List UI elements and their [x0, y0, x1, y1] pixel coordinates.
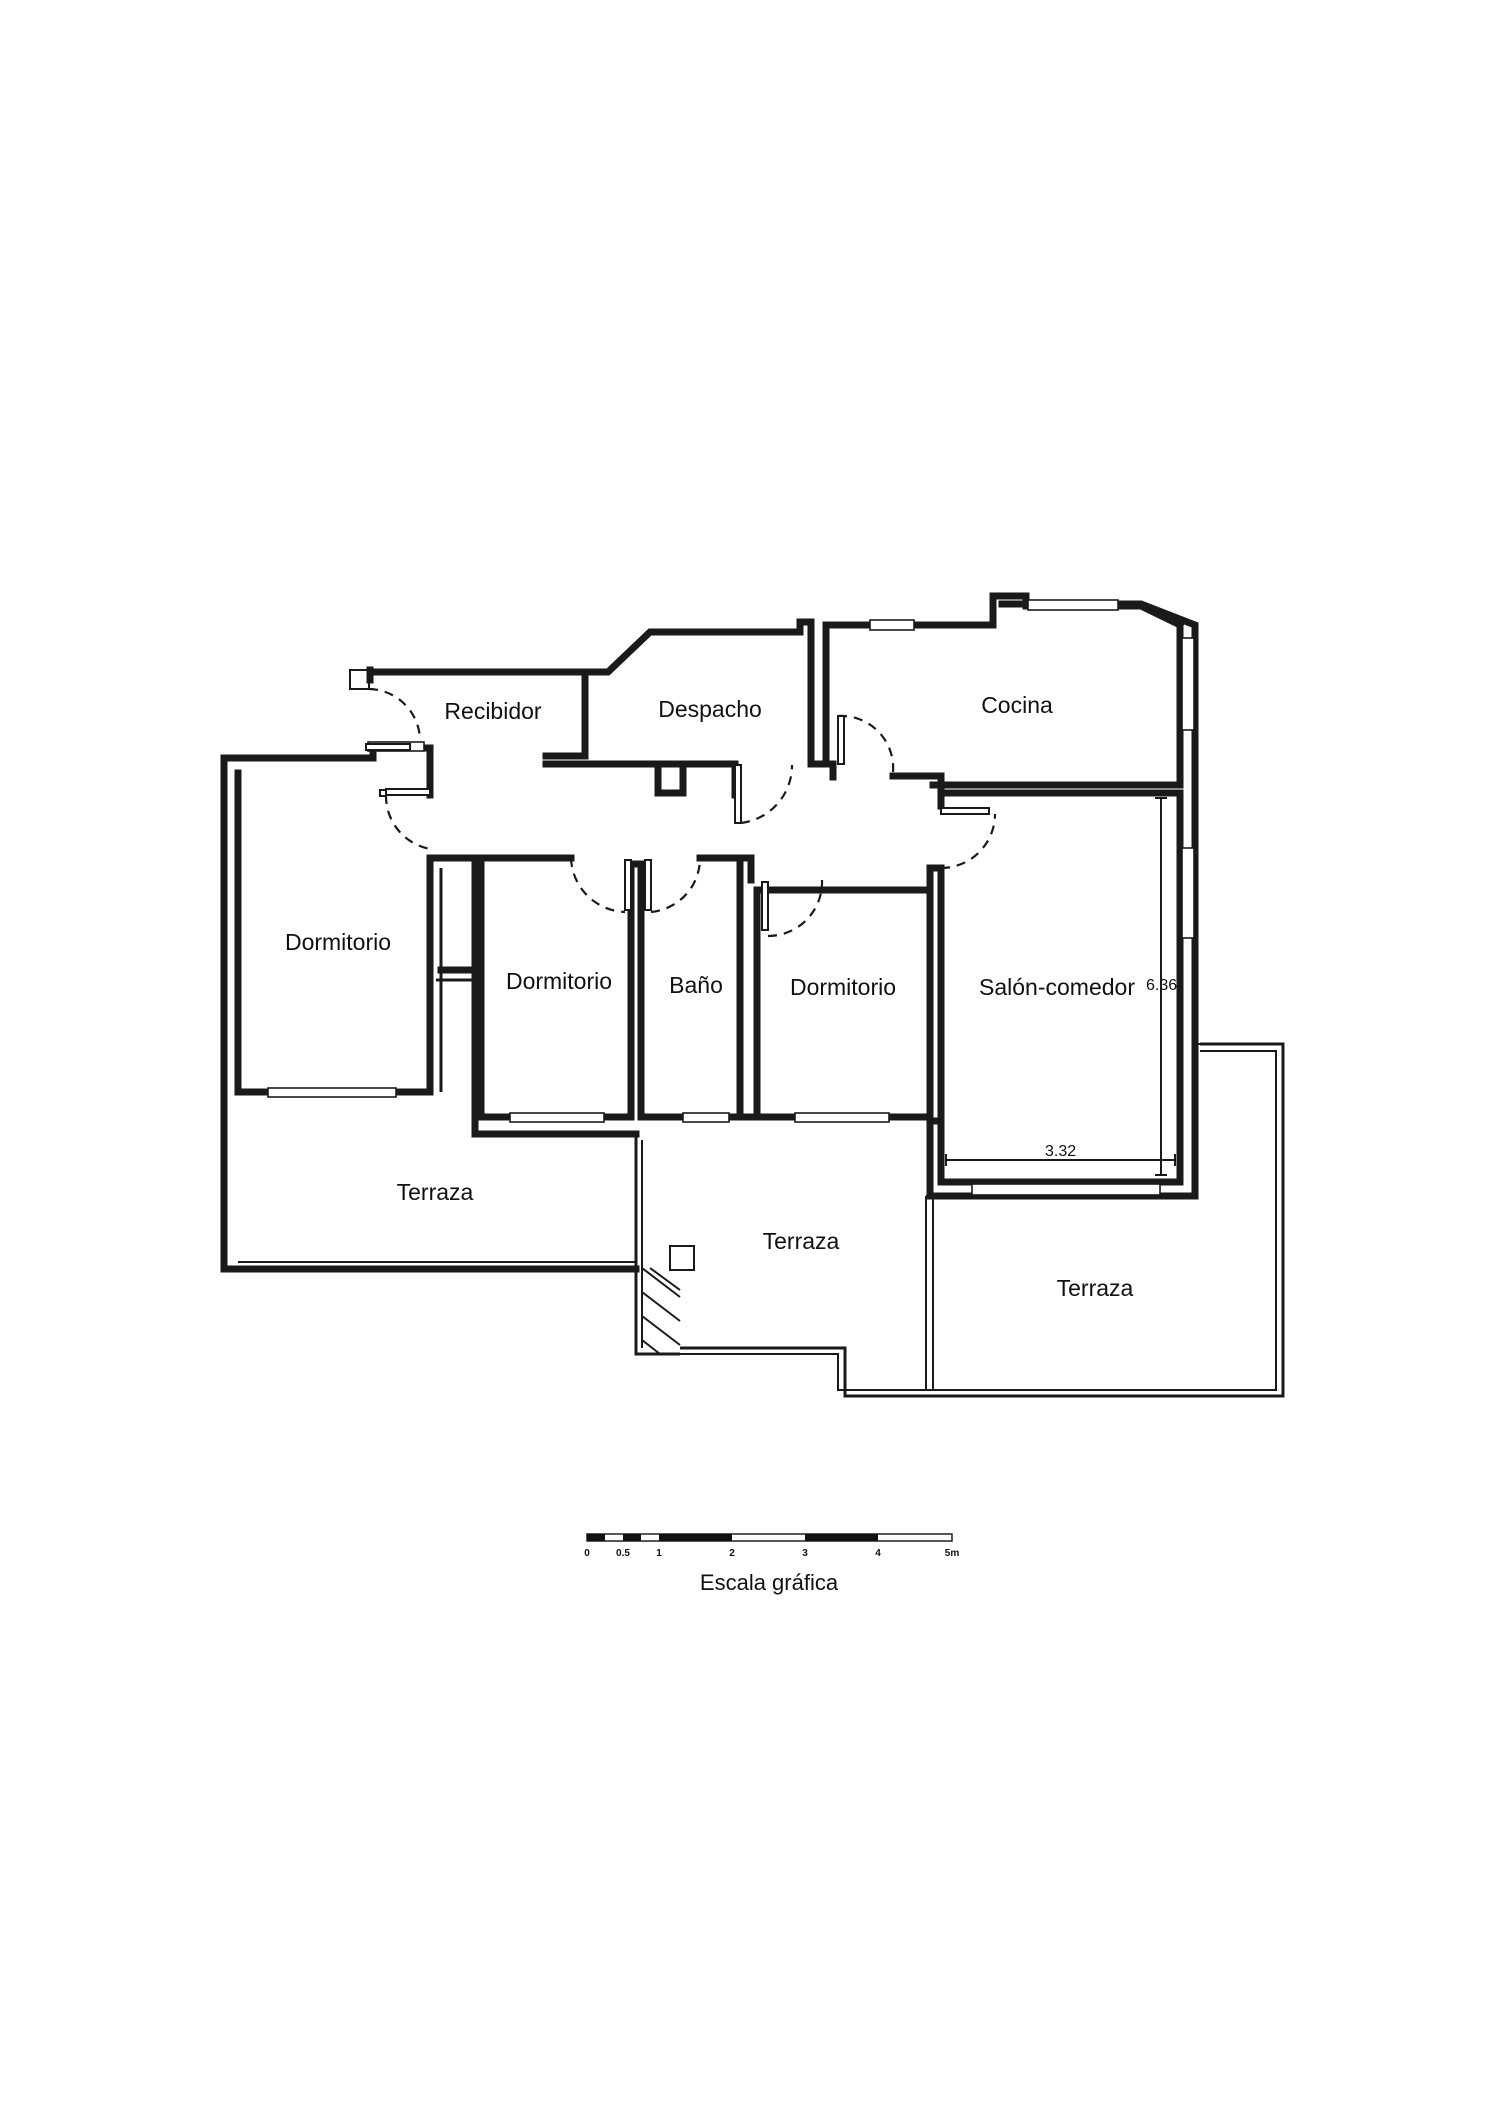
scale-tick-2: 2: [729, 1548, 735, 1559]
window-cocina-top: [1027, 599, 1119, 611]
room-labels: Recibidor Despacho Cocina Dormitorio Dor…: [285, 692, 1135, 1301]
room-label-recibidor: Recibidor: [444, 698, 541, 724]
window-bano: [682, 1112, 730, 1123]
room-label-salon-comedor: Salón-comedor: [979, 974, 1135, 1000]
window-salon-right: [1181, 847, 1195, 939]
room-label-terraza-1: Terraza: [397, 1179, 474, 1205]
window-salon-bottom: [971, 1183, 1161, 1196]
door-swing-entry: [368, 687, 422, 741]
scale-tick-1: 1: [656, 1548, 662, 1559]
window-dormitorio-1: [267, 1087, 397, 1098]
window-dormitorio-3: [794, 1112, 890, 1123]
door-leaf-dorm2: [624, 859, 632, 911]
terrace-details: [641, 1245, 695, 1355]
window-dormitorio-2: [509, 1112, 605, 1123]
dim-salon-width: 3.32: [1045, 1143, 1076, 1160]
door-leaf-despacho: [734, 764, 742, 824]
doors: [365, 687, 997, 938]
dimension-lines: 3.32 6.36: [945, 797, 1177, 1176]
door-swing-cocina: [837, 714, 895, 773]
door-leaf-bano: [644, 859, 652, 911]
room-label-terraza-3: Terraza: [1057, 1275, 1134, 1301]
room-label-despacho: Despacho: [658, 696, 762, 722]
door-swing-bano: [650, 857, 702, 914]
scale-tick-4: 4: [875, 1548, 881, 1559]
room-label-dormitorio-2: Dormitorio: [506, 968, 612, 994]
room-label-dormitorio-1: Dormitorio: [285, 929, 391, 955]
room-label-bano: Baño: [669, 972, 723, 998]
window-cocina-right: [1181, 637, 1195, 731]
door-swing-dorm1: [384, 794, 431, 851]
scale-tick-0-5: 0.5: [616, 1548, 630, 1559]
room-label-terraza-2: Terraza: [763, 1228, 840, 1254]
door-swing-salon: [940, 813, 997, 870]
door-leaf-salon: [940, 807, 990, 815]
door-leaf-entry: [365, 743, 411, 751]
door-leaf-cocina: [837, 715, 845, 765]
window-cocina-left: [869, 619, 915, 631]
scale-tick-0: 0: [584, 1548, 590, 1559]
door-swing-despacho: [740, 764, 794, 825]
scale-tick-5m: 5m: [945, 1548, 960, 1559]
door-leaf-dorm3: [761, 881, 769, 931]
dim-salon-height: 6.36: [1146, 977, 1177, 994]
windows: [267, 599, 1195, 1196]
room-label-cocina: Cocina: [981, 692, 1053, 718]
entry-column: [349, 669, 370, 690]
closet-partitions: [436, 868, 475, 1092]
terrace-outlines: [224, 1042, 1285, 1398]
drain-box: [669, 1245, 695, 1271]
door-swing-dorm2: [569, 857, 626, 914]
room-label-dormitorio-3: Dormitorio: [790, 974, 896, 1000]
scale-title: Escala gráfica: [700, 1570, 839, 1595]
scale-bar: 0 0.5 1 2 3 4 5m Escala gráfica: [584, 1533, 960, 1595]
scale-tick-3: 3: [802, 1548, 808, 1559]
door-leaf-dorm1: [385, 788, 431, 796]
